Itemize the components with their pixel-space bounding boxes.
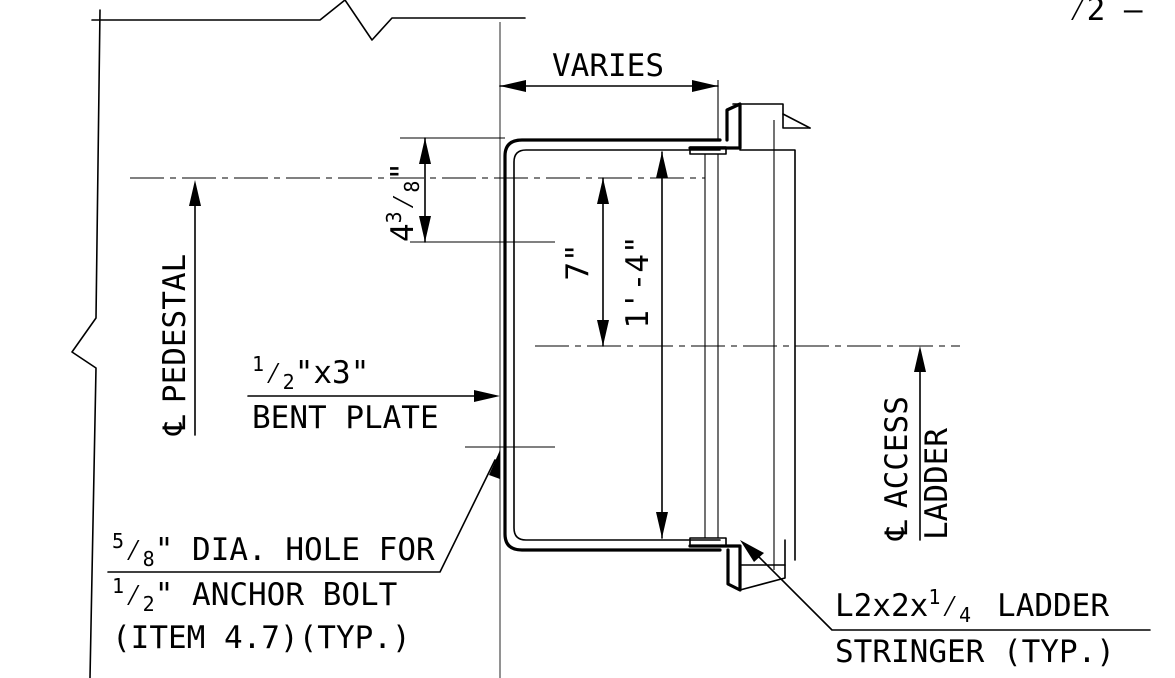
- bent-plate-label: BENT PLATE: [252, 400, 439, 436]
- anchor-hole-line3: (ITEM 4.7)(TYP.): [112, 620, 411, 656]
- stringer-line2: STRINGER (TYP.): [835, 634, 1115, 670]
- access-ladder-label-line1: ℄ACCESS: [879, 396, 915, 541]
- bent-plate: [503, 138, 722, 552]
- anchor-hole-leader: [107, 450, 500, 573]
- pedestal-outline: [71, 0, 526, 678]
- corner-note: ⁄2 –: [1068, 0, 1143, 28]
- bent-plate-leader: [247, 390, 555, 448]
- pedestal-centerline-arrow: [189, 180, 201, 436]
- varies-label: VARIES: [552, 48, 664, 84]
- pedestal-centerline-label: ℄PEDESTAL: [157, 254, 193, 436]
- varies-dimension: [499, 80, 719, 140]
- access-centerline-arrow: [914, 346, 926, 541]
- plate-offset-label: 43⁄8": [382, 162, 424, 242]
- ladder-stringer-top: [688, 102, 811, 561]
- stringer-leader: [740, 540, 1151, 631]
- half-height-label: 7": [560, 243, 596, 280]
- ladder-stringer-bottom: [688, 537, 786, 592]
- access-ladder-label-line2: LADDER: [919, 428, 955, 540]
- ladder-rails: [704, 120, 775, 570]
- plate-offset-dimension: [400, 137, 555, 243]
- half-height-dimension: [597, 177, 609, 347]
- full-height-label: 1'-4": [620, 235, 656, 328]
- full-height-dimension: [656, 151, 668, 539]
- anchor-hole-line1: 5⁄8" DIA. HOLE FOR: [112, 529, 435, 571]
- bent-plate-size-label: 1⁄2"x3": [252, 352, 369, 394]
- anchor-hole-line2: 1⁄2" ANCHOR BOLT: [112, 574, 397, 616]
